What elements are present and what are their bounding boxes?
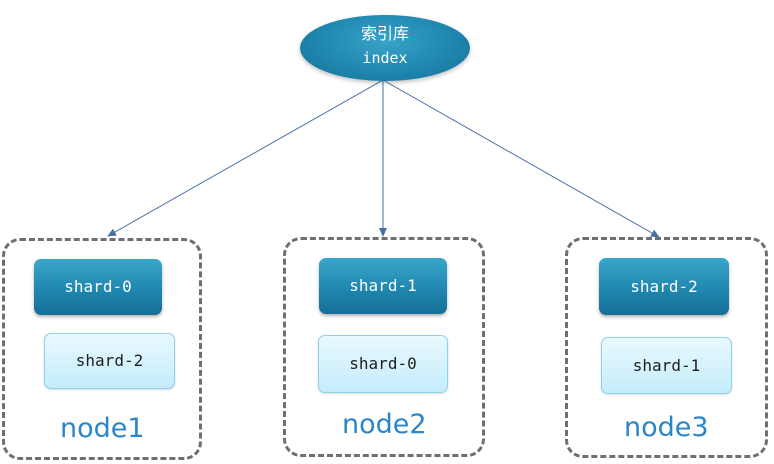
replica-shard-node3: shard-1: [601, 337, 732, 394]
index-title-en: index: [362, 49, 408, 67]
index-title-cn: 索引库: [360, 24, 409, 43]
node-label-1: node1: [60, 413, 145, 444]
replica-shard-node1: shard-2: [44, 333, 175, 389]
node-label-2: node2: [342, 409, 427, 440]
primary-shard-node2: shard-1: [319, 258, 447, 314]
index-node: 索引库 index: [300, 15, 470, 81]
replica-shard-node2: shard-0: [318, 335, 448, 393]
node-box-2: [283, 237, 485, 457]
arrow-to-node3: [382, 79, 660, 238]
node-box-1: [2, 238, 202, 460]
primary-shard-node3: shard-2: [599, 258, 729, 315]
node-label-3: node3: [624, 412, 709, 443]
node-box-3: [565, 237, 768, 458]
primary-shard-node1: shard-0: [34, 259, 162, 315]
arrow-to-node1: [107, 79, 384, 237]
